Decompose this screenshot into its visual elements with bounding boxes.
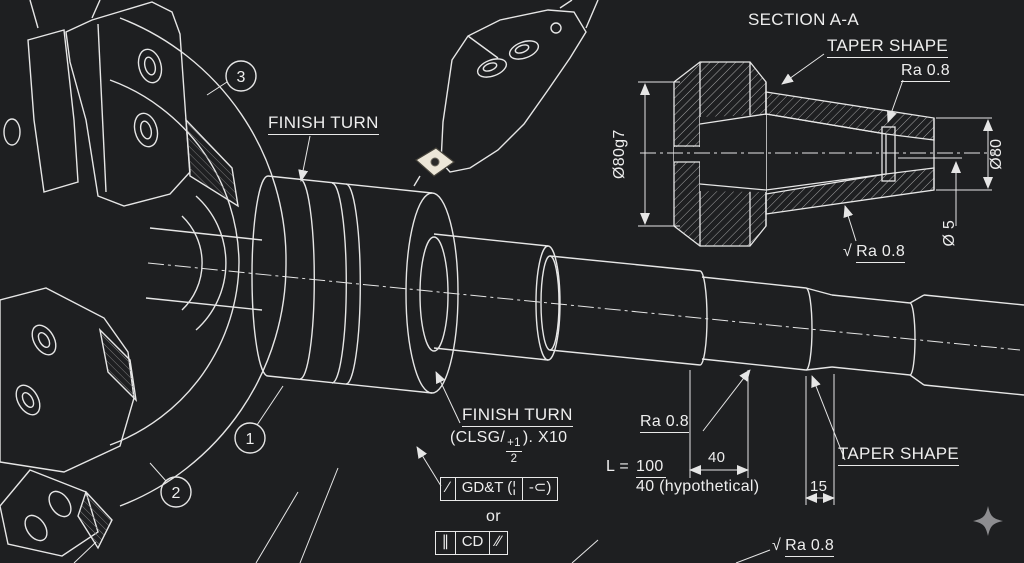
note-frac-denominator: 2 xyxy=(510,452,518,465)
or-label: or xyxy=(486,508,501,525)
section-view xyxy=(638,53,995,247)
chuck-jaw-lower xyxy=(0,469,113,557)
leader-ra-mid xyxy=(702,369,751,432)
length-bottom-value: 40 (hypothetical) xyxy=(636,478,760,496)
balloon-2: 2 xyxy=(149,462,192,508)
cd-symbol-cell: ∥ xyxy=(434,531,457,555)
balloons: 3 1 2 xyxy=(149,60,284,508)
note-suffix: ). X10 xyxy=(522,429,568,446)
leader-finish-turn-upper xyxy=(298,135,311,182)
ra-mid-label: Ra 0.8 xyxy=(640,413,689,434)
shaft-centerline xyxy=(147,262,1021,351)
taper-shape-top-label: TAPER SHAPE xyxy=(827,36,949,58)
dim-dia5 xyxy=(898,157,962,226)
section-title: SECTION A-A xyxy=(748,10,859,29)
leader-finish-turn-lower xyxy=(435,371,461,424)
surface-finish-icon: √ xyxy=(772,537,782,554)
balloon-1-number: 1 xyxy=(246,431,255,448)
leader-ra-section xyxy=(843,205,857,242)
leader-taper-shape-top xyxy=(781,53,825,85)
dim-15-label: 15 xyxy=(810,478,828,495)
dim-dia80 xyxy=(936,117,993,191)
ra-bottom-label: √ Ra 0.8 xyxy=(772,537,835,558)
note-prefix: (CLSG/ xyxy=(450,429,506,446)
tool-insert xyxy=(413,147,456,187)
finish-turn-upper-label: FINISH TURN xyxy=(268,113,379,135)
leader-gdt xyxy=(416,446,442,487)
dim-40 xyxy=(689,370,749,478)
workpiece-shaft xyxy=(145,175,1024,396)
ra-top-label: Ra 0.8 xyxy=(901,62,950,83)
dim-15 xyxy=(805,374,835,505)
gdt-label-cell: GD&T (¦ xyxy=(454,477,524,501)
dia-5-label: Ø 5 xyxy=(940,219,958,247)
cd-label-cell: CD xyxy=(454,531,491,555)
annotations xyxy=(73,135,846,563)
dia-80g7-label: Ø80g7 xyxy=(610,129,628,179)
finish-turn-lower-label: FINISH TURN xyxy=(462,405,573,427)
ra-bottom-text: Ra 0.8 xyxy=(785,537,835,558)
balloon-1: 1 xyxy=(234,385,284,454)
surface-finish-icon: √ xyxy=(843,243,853,260)
gdt-tolerance-cell: -⊂) xyxy=(521,477,559,501)
dia-80-label: Ø80 xyxy=(987,138,1005,170)
lathe-chuck xyxy=(0,0,287,557)
length-values: 100 40 (hypothetical) xyxy=(636,458,759,497)
balloon-3: 3 xyxy=(206,60,257,96)
ra-section-text: Ra 0.8 xyxy=(856,243,906,264)
cd-feature-control-frame: ∥ CD ∕∕ xyxy=(434,531,509,555)
leader-ra-top xyxy=(886,79,904,123)
chuck-jaw-top xyxy=(65,1,239,208)
balloon-3-number: 3 xyxy=(237,69,246,86)
gdt-symbol-cell: ∕ xyxy=(439,477,457,501)
length-note: L = 100 40 (hypothetical) xyxy=(606,458,759,497)
length-top-value: 100 xyxy=(636,458,666,479)
note-frac-numerator: +1 xyxy=(506,437,522,452)
leader-taper-shape-bottom xyxy=(811,375,846,461)
collar xyxy=(251,175,459,394)
cutting-tool xyxy=(413,0,599,187)
stray-lines xyxy=(73,467,771,563)
taper-shape-bottom-label: TAPER SHAPE xyxy=(838,444,960,466)
dim-dia80g7 xyxy=(638,81,680,227)
length-label: L = xyxy=(606,458,629,475)
dim-40-label: 40 xyxy=(708,449,726,466)
gdt-feature-control-frame: ∕ GD&T (¦ -⊂) xyxy=(439,477,559,501)
balloon-2-number: 2 xyxy=(172,485,181,502)
ra-section-label: √ Ra 0.8 xyxy=(843,243,906,264)
chuck-jaw-bottom xyxy=(0,287,138,473)
sparkle-icon xyxy=(973,506,1003,536)
cd-tolerance-cell: ∕∕ xyxy=(489,531,509,555)
